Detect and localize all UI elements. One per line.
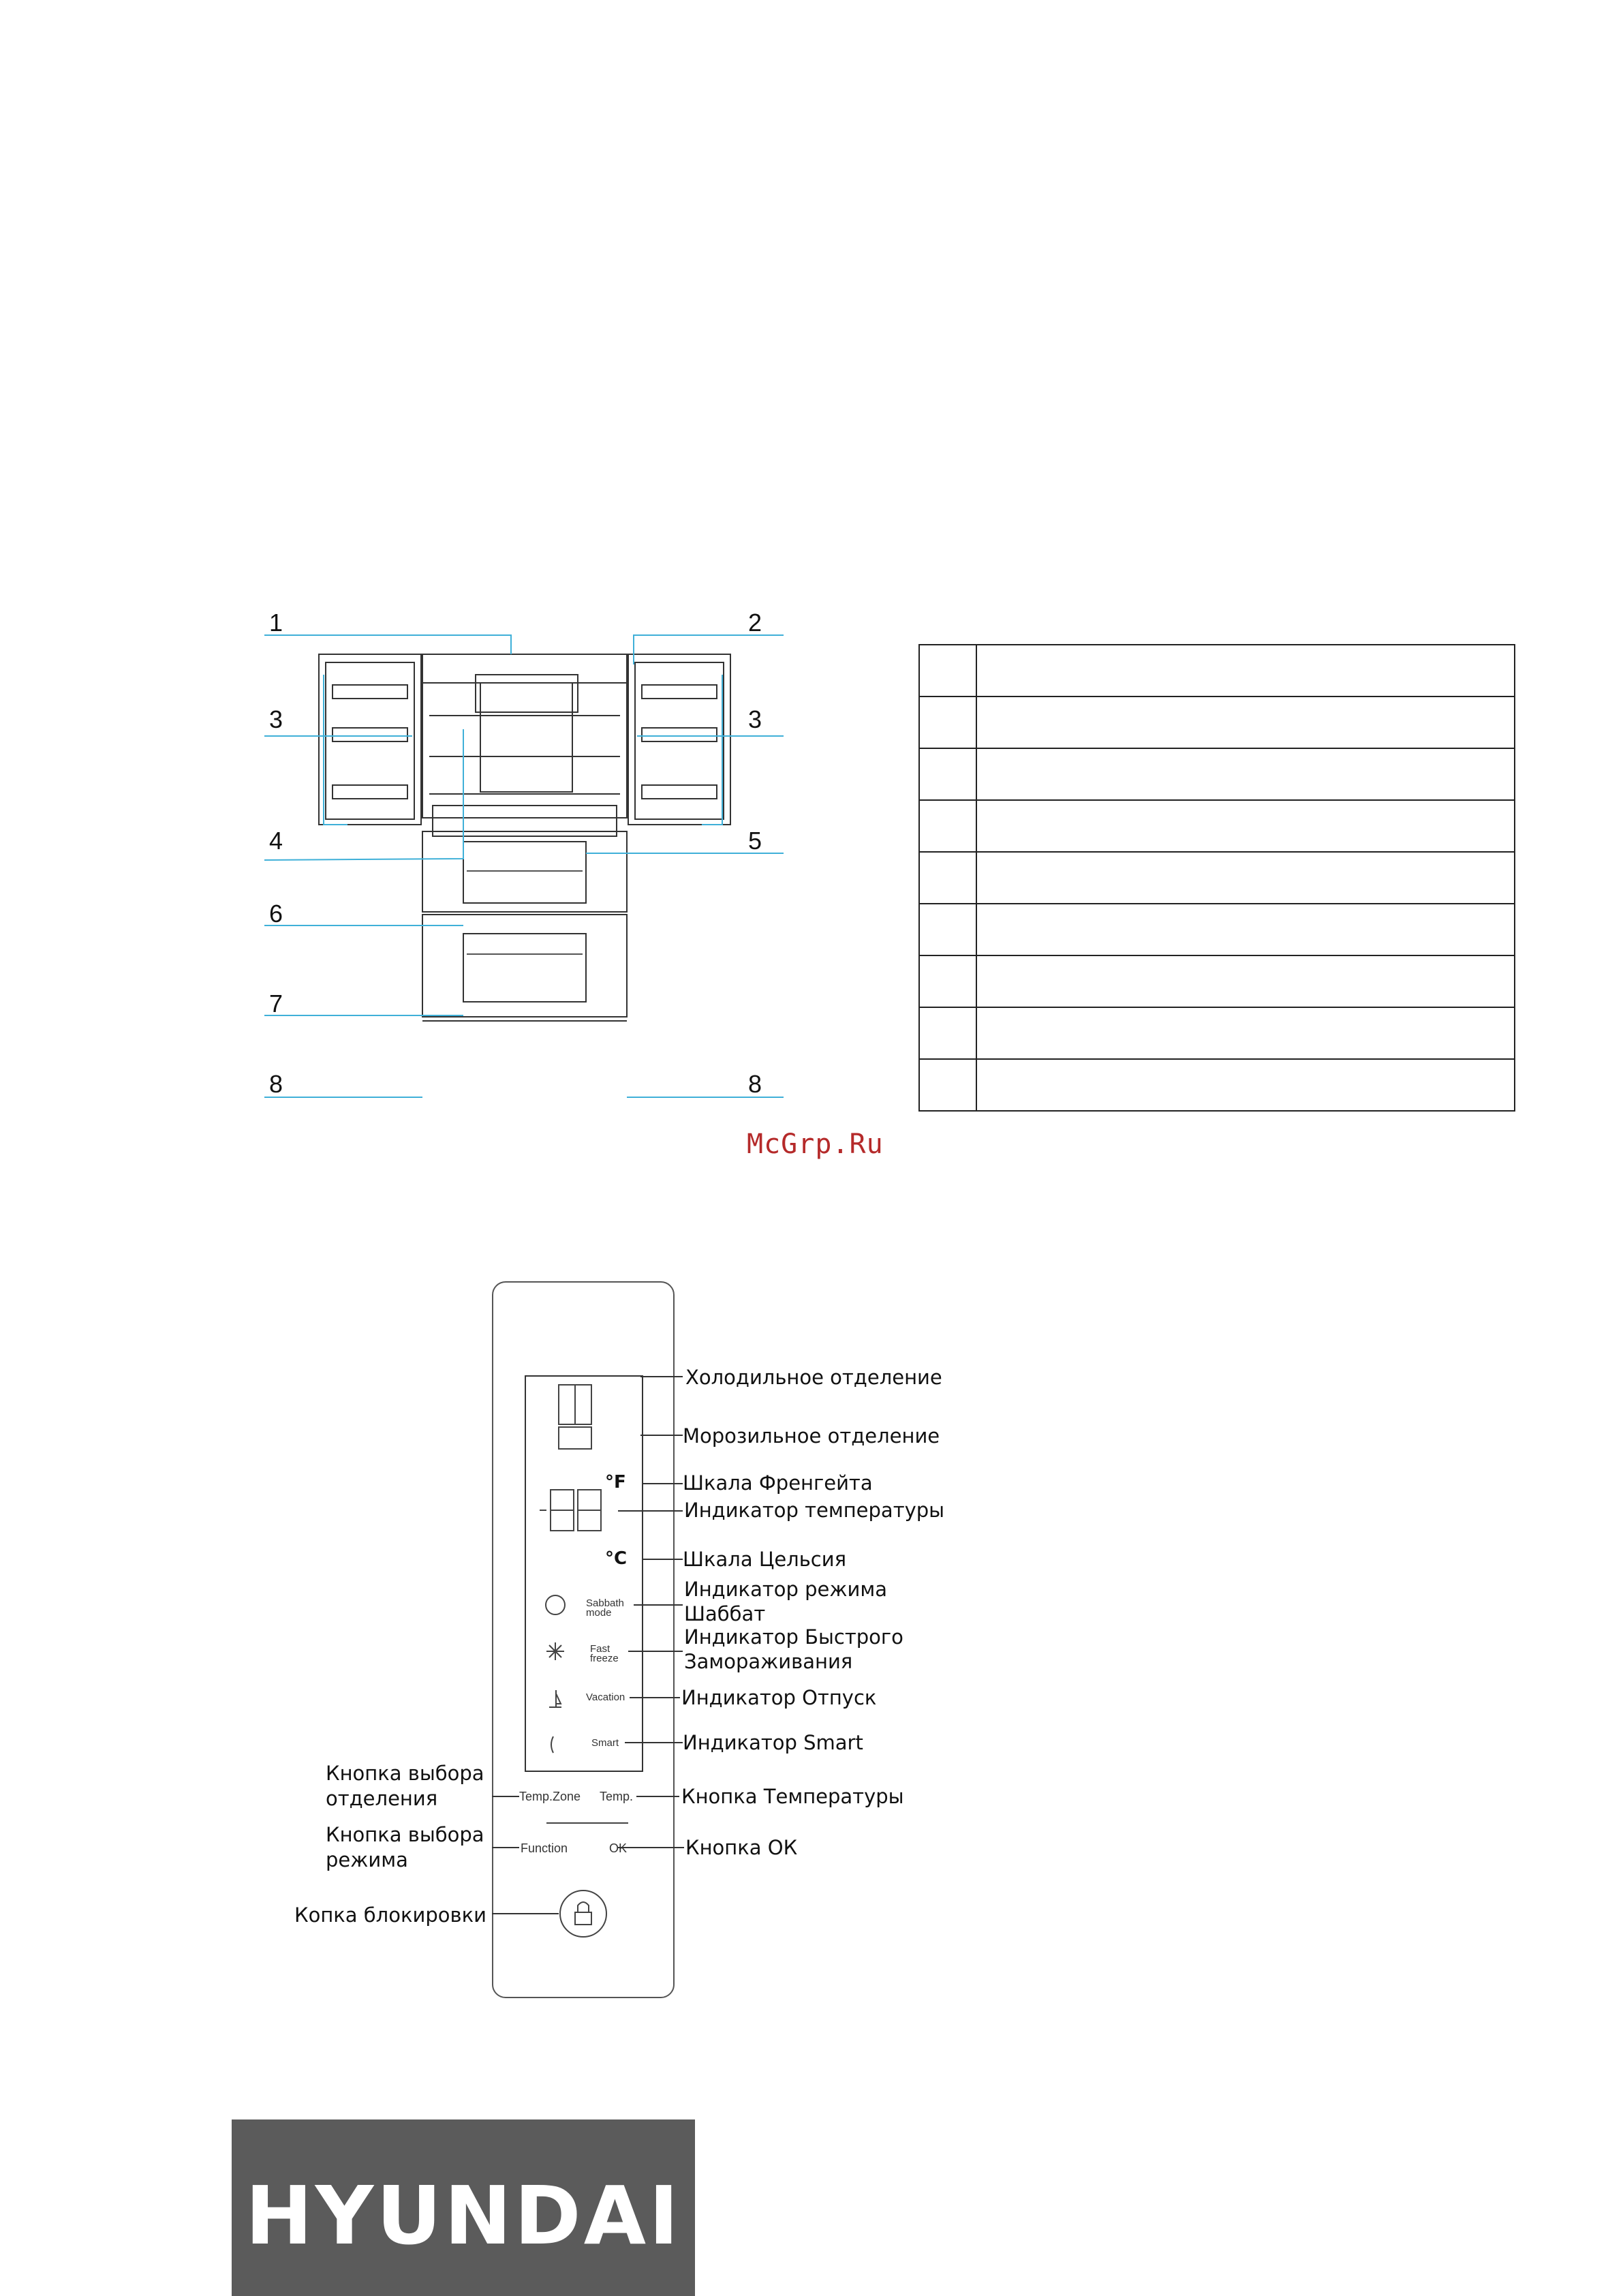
label-fridge-compartment: Холодильное отделение (685, 1366, 942, 1389)
table-cell-text (976, 748, 1515, 801)
label-sabbath-indicator-1: Индикатор режима (684, 1578, 887, 1601)
callout-6: 6 (269, 900, 283, 928)
table-row (918, 1058, 1515, 1112)
label-freezer-compartment: Морозильное отделение (683, 1424, 940, 1448)
table-cell-text (976, 799, 1515, 853)
fast-freeze-label: Fast freeze (590, 1643, 619, 1664)
fahrenheit-symbol: °F (605, 1472, 626, 1493)
callout-4: 4 (269, 827, 283, 855)
table-row (918, 644, 1515, 697)
table-cell-num (918, 955, 977, 1008)
callout-7: 7 (269, 990, 283, 1017)
table-cell-text (976, 851, 1515, 904)
label-lock-button: Копка блокировки (294, 1903, 486, 1927)
label-mode-select-1: Кнопка выбора (326, 1823, 484, 1846)
table-cell-text (976, 955, 1515, 1008)
table-cell-text (976, 696, 1515, 749)
label-vacation-indicator: Индикатор Отпуск (681, 1686, 877, 1709)
table-cell-num (918, 696, 977, 749)
panel-graphics (492, 1376, 684, 1938)
callout-3-left: 3 (269, 705, 283, 733)
label-fahrenheit-scale: Шкала Френгейта (683, 1471, 873, 1495)
callout-2: 2 (748, 609, 762, 637)
table-cell-text (976, 644, 1515, 697)
label-temperature-indicator: Индикатор температуры (684, 1499, 945, 1522)
temp-zone-button[interactable]: Temp.Zone (519, 1790, 581, 1803)
label-fast-freeze-2: Замораживания (684, 1650, 853, 1673)
callout-1: 1 (269, 609, 283, 637)
table-cell-text (976, 903, 1515, 956)
lock-button[interactable] (560, 1891, 606, 1937)
celsius-symbol: °C (605, 1548, 628, 1569)
parts-table (918, 644, 1515, 1112)
ok-button[interactable]: OK (609, 1841, 628, 1855)
temp-button[interactable]: Temp. (600, 1790, 634, 1803)
label-smart-indicator: Индикатор Smart (683, 1731, 863, 1754)
table-cell-text (976, 1007, 1515, 1060)
label-temp-button: Кнопка Температуры (681, 1785, 904, 1808)
table-row (918, 748, 1515, 801)
vacation-label: Vacation (586, 1692, 625, 1703)
label-ok-button: Кнопка ОК (685, 1836, 798, 1859)
table-row (918, 955, 1515, 1008)
fridge-diagram (264, 634, 784, 1098)
callout-3-right: 3 (748, 705, 762, 733)
watermark[interactable]: McGrp.Ru (747, 1129, 884, 1160)
table-row (918, 851, 1515, 904)
table-row (918, 696, 1515, 749)
display-window (525, 1375, 643, 1772)
table-cell-num (918, 851, 977, 904)
hyundai-logo: HYUNDAI (232, 2119, 695, 2296)
callout-5: 5 (748, 827, 762, 855)
sabbath-mode-label: Sabbath mode (586, 1597, 624, 1619)
table-cell-num (918, 748, 977, 801)
label-sabbath-indicator-2: Шаббат (684, 1602, 766, 1625)
table-cell-num (918, 1058, 977, 1112)
label-celsius-scale: Шкала Цельсия (683, 1548, 847, 1571)
table-row (918, 1007, 1515, 1060)
logo-text: HYUNDAI (245, 2169, 681, 2263)
label-mode-select-2: режима (326, 1848, 408, 1871)
table-row (918, 799, 1515, 853)
table-cell-num (918, 644, 977, 697)
table-cell-num (918, 799, 977, 853)
table-row (918, 903, 1515, 956)
smart-label: Smart (591, 1737, 619, 1749)
table-cell-num (918, 1007, 977, 1060)
label-fast-freeze-1: Индикатор Быстрого (684, 1625, 903, 1649)
callout-8-right: 8 (748, 1070, 762, 1098)
callout-8-left: 8 (269, 1070, 283, 1098)
label-zone-select-1: Кнопка выбора (326, 1762, 484, 1785)
table-cell-text (976, 1058, 1515, 1112)
function-button[interactable]: Function (521, 1841, 568, 1855)
control-panel (492, 1281, 675, 1998)
table-cell-num (918, 903, 977, 956)
label-zone-select-2: отделения (326, 1787, 438, 1810)
